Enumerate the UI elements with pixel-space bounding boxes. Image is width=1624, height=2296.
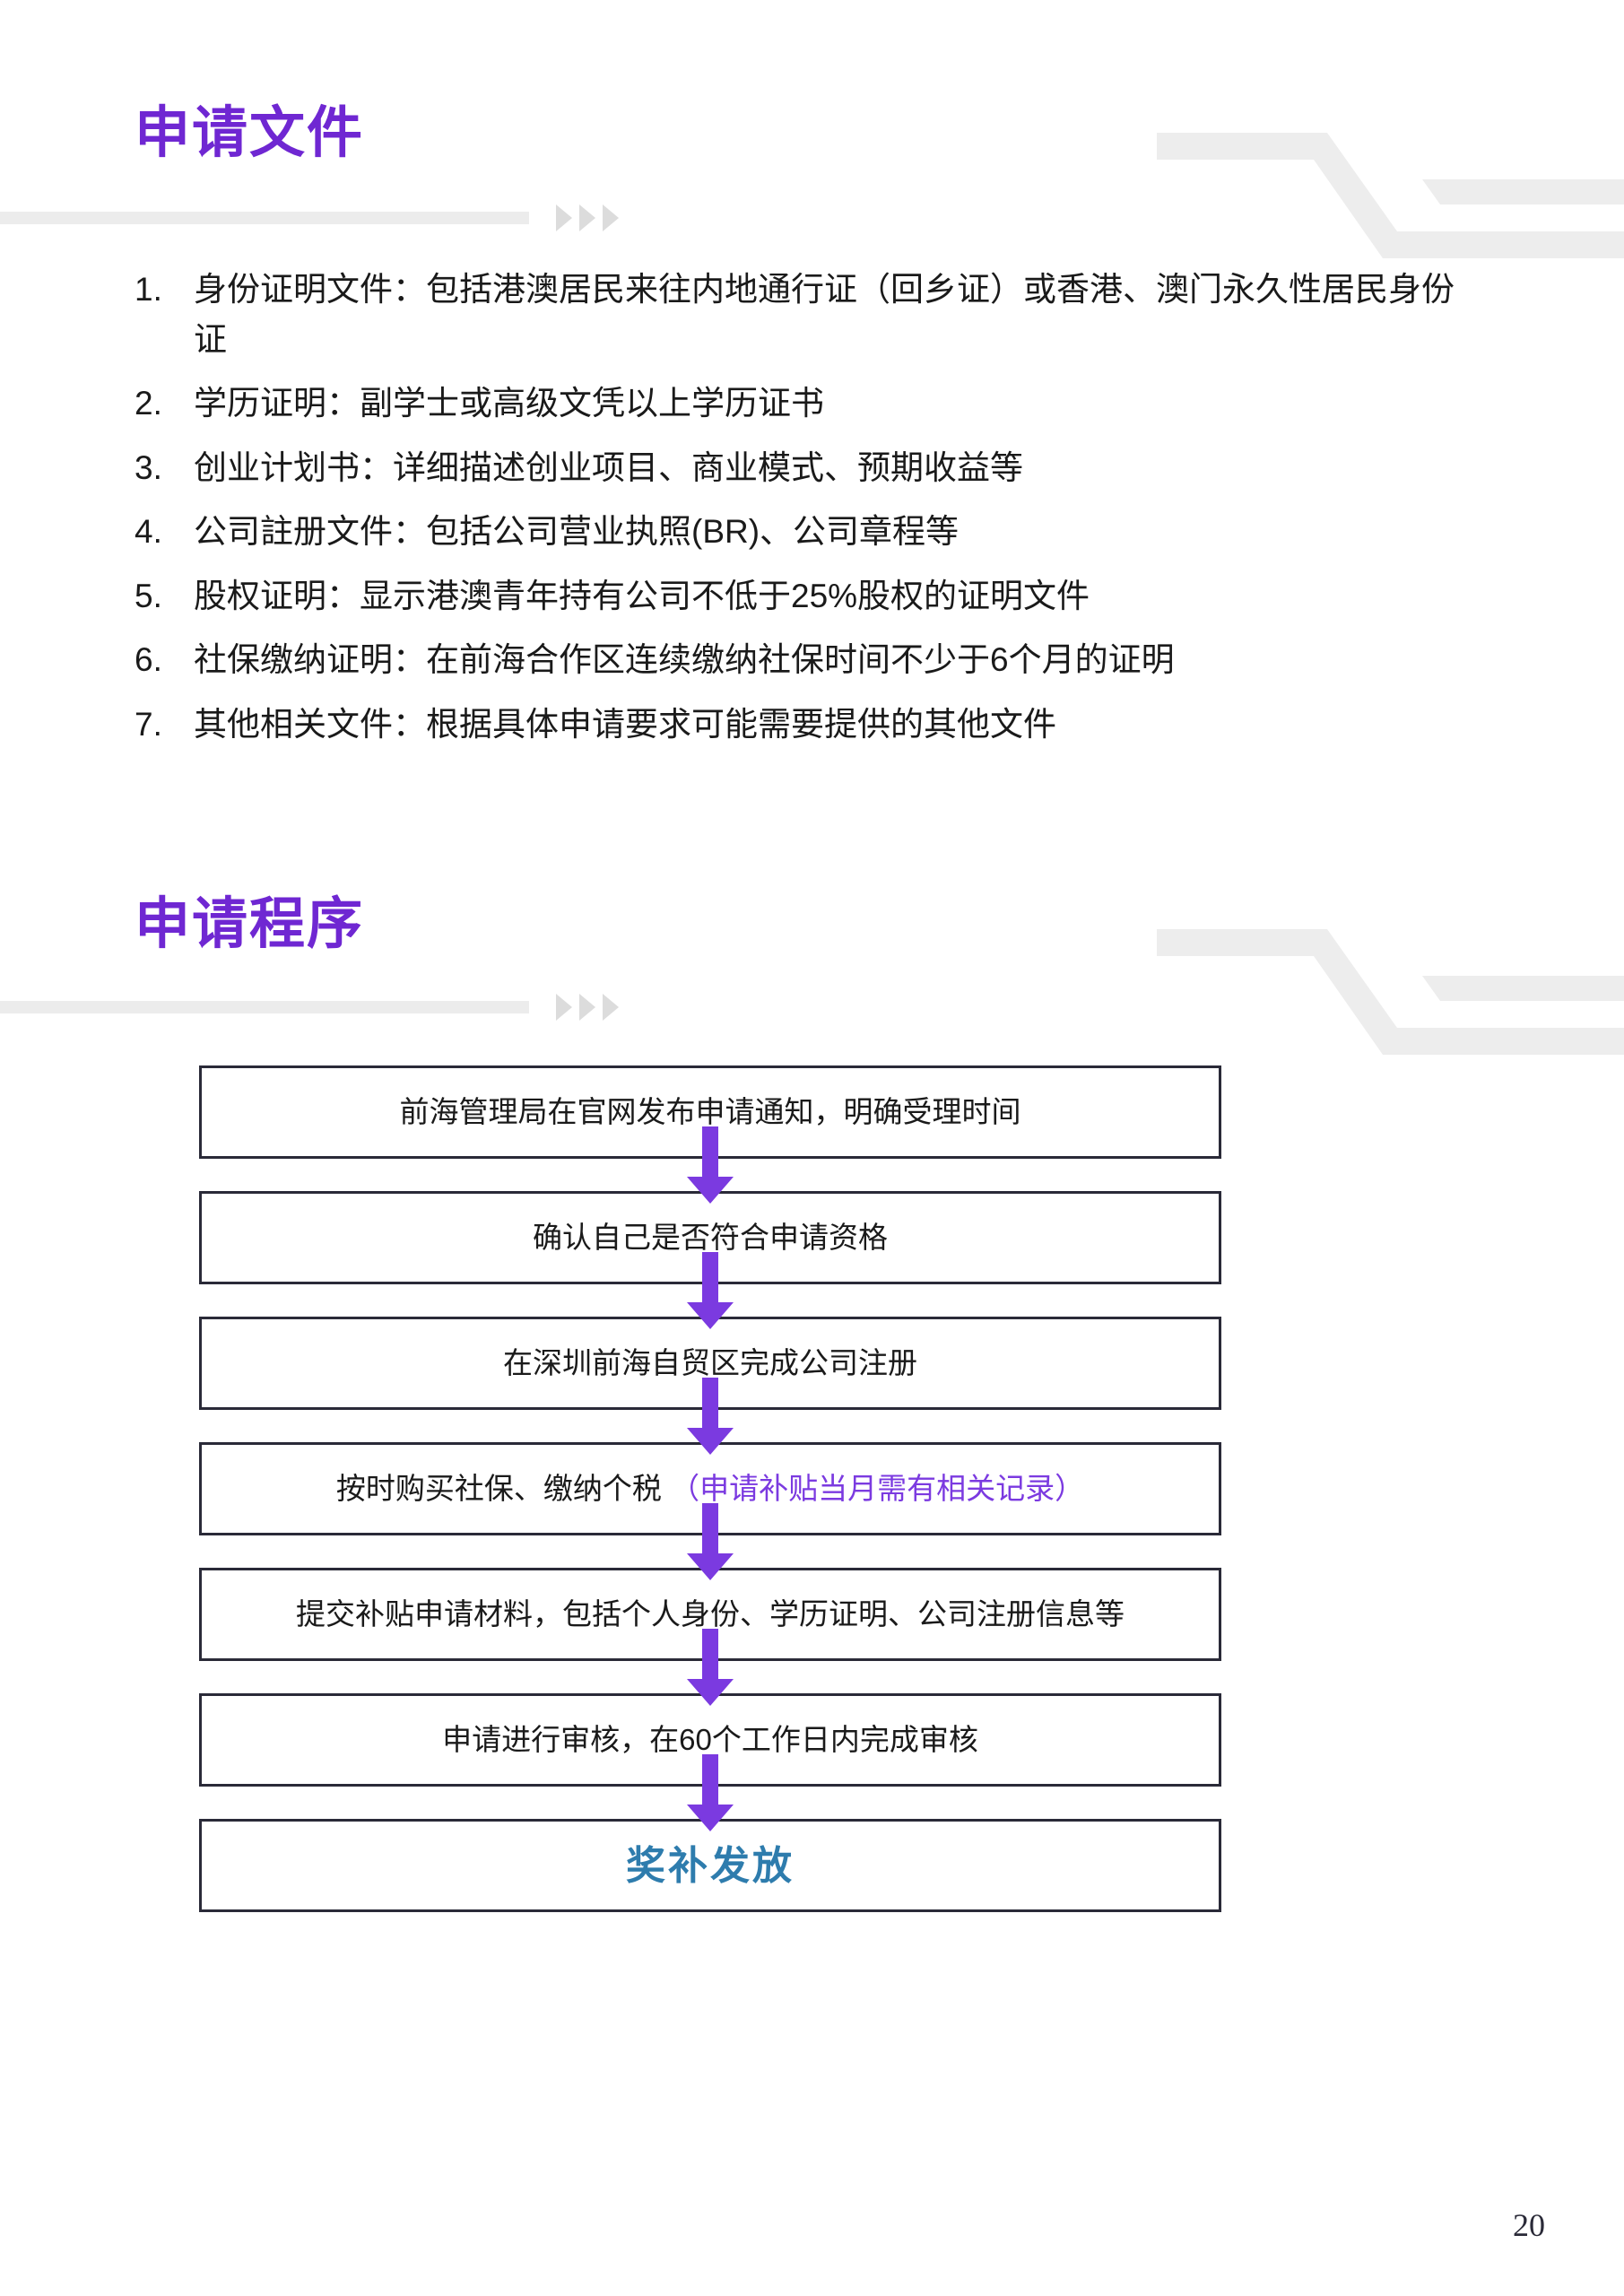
decorative-angled-bars-icon bbox=[1157, 133, 1624, 258]
flow-box-label: 确认自己是否符合申请资格 bbox=[533, 1221, 888, 1255]
flow-box: 在深圳前海自贸区完成公司注册 bbox=[199, 1317, 1221, 1410]
list-item-number: 6. bbox=[135, 641, 162, 678]
flow-box: 奖补发放 bbox=[199, 1819, 1221, 1912]
list-item-text: 身份证明文件：包括港澳居民来往内地通行证（回乡证）或香港、澳门永久性居民身份证 bbox=[194, 271, 1455, 358]
list-item-text: 公司註册文件：包括公司营业执照(BR)、公司章程等 bbox=[194, 513, 960, 550]
page-number: 20 bbox=[1513, 2207, 1545, 2243]
list-item: 3. 创业计划书：详细描述创业项目、商业模式、预期收益等 bbox=[135, 443, 1462, 493]
list-item: 5. 股权证明：显示港澳青年持有公司不低于25%股权的证明文件 bbox=[135, 571, 1462, 622]
flow-box: 前海管理局在官网发布申请通知，明确受理时间 bbox=[199, 1065, 1221, 1159]
application-process-flowchart: 前海管理局在官网发布申请通知，明确受理时间 确认自己是否符合申请资格 在深圳前海… bbox=[199, 1065, 1221, 1912]
list-item-number: 3. bbox=[135, 448, 162, 486]
list-item: 2. 学历证明：副学士或高级文凭以上学历证书 bbox=[135, 378, 1462, 429]
divider-bar bbox=[0, 1001, 529, 1013]
list-item-text: 社保缴纳证明：在前海合作区连续缴纳社保时间不少于6个月的证明 bbox=[194, 641, 1175, 678]
list-item: 7. 其他相关文件：根据具体申请要求可能需要提供的其他文件 bbox=[135, 700, 1462, 750]
list-item-text: 学历证明：副学士或高级文凭以上学历证书 bbox=[194, 385, 824, 422]
divider-bar bbox=[0, 212, 529, 224]
section-divider-2 bbox=[0, 994, 619, 1021]
flow-box-label: 奖补发放 bbox=[626, 1843, 795, 1888]
flow-box-label: 在深圳前海自贸区完成公司注册 bbox=[503, 1346, 917, 1380]
flow-box-label: 前海管理局在官网发布申请通知，明确受理时间 bbox=[399, 1095, 1021, 1129]
flow-box-label: 按时购买社保、缴纳个税 （申请补贴当月需有相关记录） bbox=[336, 1470, 1084, 1507]
list-item-number: 4. bbox=[135, 513, 162, 550]
flow-box: 确认自己是否符合申请资格 bbox=[199, 1191, 1221, 1284]
flow-step: 前海管理局在官网发布申请通知，明确受理时间 bbox=[199, 1065, 1221, 1204]
flow-box: 提交补贴申请材料，包括个人身份、学历证明、公司注册信息等 bbox=[199, 1568, 1221, 1661]
flow-step: 在深圳前海自贸区完成公司注册 bbox=[199, 1317, 1221, 1455]
flow-box: 申请进行审核，在60个工作日内完成审核 bbox=[199, 1693, 1221, 1787]
flow-step: 确认自己是否符合申请资格 bbox=[199, 1191, 1221, 1329]
flow-step: 按时购买社保、缴纳个税 （申请补贴当月需有相关记录） bbox=[199, 1442, 1221, 1580]
list-item-number: 1. bbox=[135, 271, 162, 308]
list-item: 4. 公司註册文件：包括公司营业执照(BR)、公司章程等 bbox=[135, 507, 1462, 557]
list-item-number: 2. bbox=[135, 385, 162, 422]
list-item-text: 创业计划书：详细描述创业项目、商业模式、预期收益等 bbox=[194, 448, 1023, 486]
flow-box-label-note: （申请补贴当月需有相关记录） bbox=[670, 1472, 1085, 1506]
list-item-text: 其他相关文件：根据具体申请要求可能需要提供的其他文件 bbox=[194, 705, 1056, 743]
flow-step-final: 奖补发放 bbox=[199, 1819, 1221, 1912]
flow-box-label: 申请进行审核，在60个工作日内完成审核 bbox=[442, 1723, 978, 1757]
divider-chevrons-icon bbox=[556, 994, 619, 1021]
list-item-number: 5. bbox=[135, 577, 162, 614]
list-item: 6. 社保缴纳证明：在前海合作区连续缴纳社保时间不少于6个月的证明 bbox=[135, 635, 1462, 685]
list-item-number: 7. bbox=[135, 705, 162, 743]
list-item: 1. 身份证明文件：包括港澳居民来往内地通行证（回乡证）或香港、澳门永久性居民身… bbox=[135, 265, 1462, 364]
decorative-angled-bars-icon bbox=[1157, 929, 1624, 1055]
flow-step: 申请进行审核，在60个工作日内完成审核 bbox=[199, 1693, 1221, 1831]
application-documents-list: 1. 身份证明文件：包括港澳居民来往内地通行证（回乡证）或香港、澳门永久性居民身… bbox=[135, 265, 1462, 763]
flow-box-label: 提交补贴申请材料，包括个人身份、学历证明、公司注册信息等 bbox=[296, 1597, 1125, 1631]
flow-box-label-main: 按时购买社保、缴纳个税 bbox=[335, 1472, 671, 1506]
section-heading-application-process: 申请程序 bbox=[135, 893, 365, 955]
section-heading-application-documents: 申请文件 bbox=[135, 102, 365, 164]
list-item-text: 股权证明：显示港澳青年持有公司不低于25%股权的证明文件 bbox=[194, 577, 1090, 614]
flow-box: 按时购买社保、缴纳个税 （申请补贴当月需有相关记录） bbox=[199, 1442, 1221, 1535]
section-divider-1 bbox=[0, 204, 619, 231]
flow-step: 提交补贴申请材料，包括个人身份、学历证明、公司注册信息等 bbox=[199, 1568, 1221, 1706]
divider-chevrons-icon bbox=[556, 204, 619, 231]
